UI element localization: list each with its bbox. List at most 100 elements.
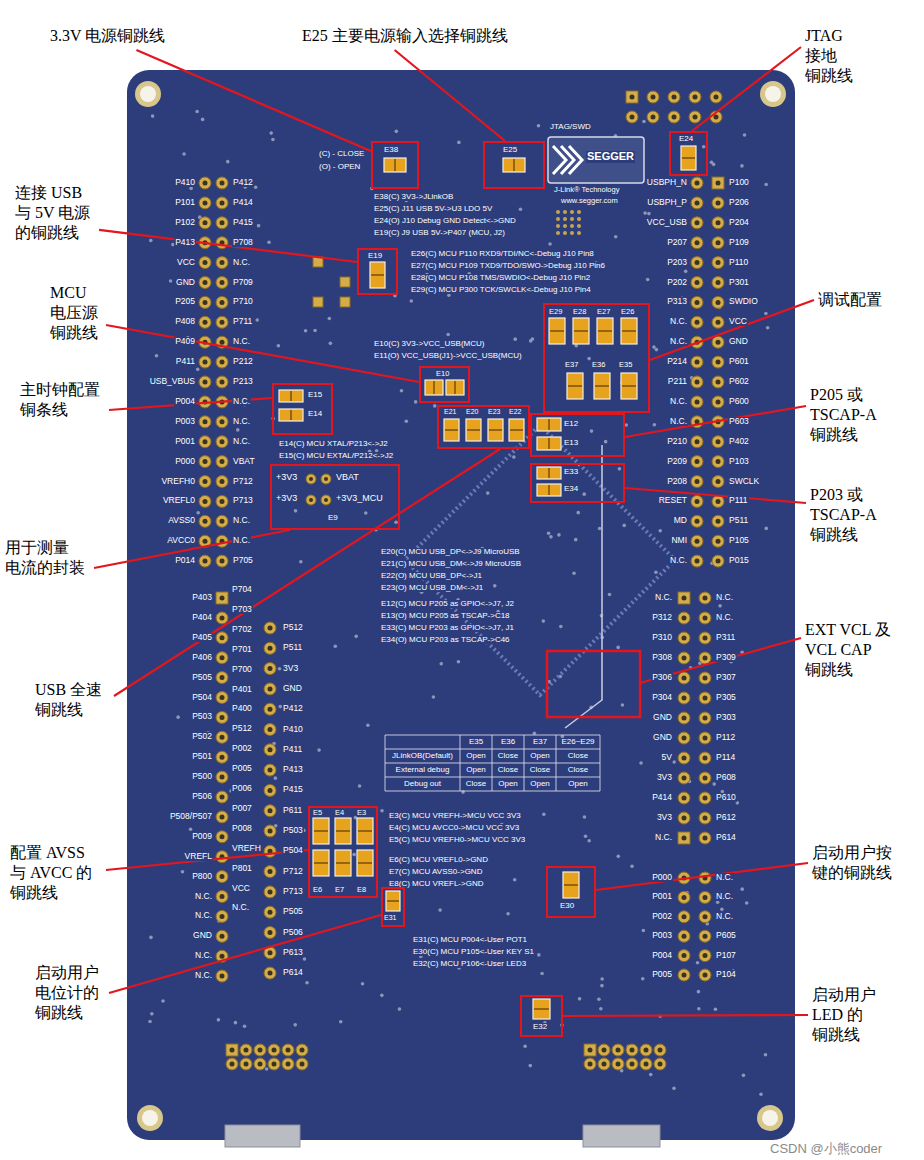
via-array <box>563 231 567 235</box>
pin-label: VBAT <box>232 457 256 466</box>
jumper-gap <box>314 830 328 832</box>
pin-hole <box>268 788 273 793</box>
segger-logo <box>548 137 644 183</box>
via <box>548 242 552 246</box>
pin-label: GND <box>652 733 673 742</box>
pin-hole <box>695 200 700 205</box>
pin-hole <box>203 419 208 424</box>
pin-label: P000 <box>651 873 673 882</box>
header-pin <box>699 911 711 923</box>
pin-hole <box>714 115 719 120</box>
via <box>764 527 768 531</box>
pin-label: VREFL <box>184 852 213 861</box>
via <box>557 533 561 537</box>
pin-hole <box>309 498 313 502</box>
pin-hole <box>220 360 225 365</box>
pin-hole <box>716 439 721 444</box>
callout-label: USB 全速 铜跳线 <box>35 680 110 720</box>
header-pin <box>199 277 211 289</box>
jumper-label: E30 <box>560 902 574 910</box>
pin-hole <box>220 181 225 186</box>
silkscreen-text: E27(C) MCU P109 TXD9/TDO/SWO->Debug J10 … <box>410 262 606 270</box>
pin-label: N.C. <box>232 516 251 525</box>
via <box>672 1087 676 1091</box>
pin-hole <box>203 260 208 265</box>
header-pin <box>699 732 711 744</box>
jumper-pad <box>370 262 385 288</box>
header-pin <box>612 1044 624 1056</box>
jumper-label: E9 <box>328 514 338 522</box>
via <box>506 912 510 916</box>
pin-hole <box>682 895 687 900</box>
pin-hole <box>203 300 208 305</box>
mounting-hole-center <box>765 86 781 102</box>
via <box>149 239 153 243</box>
pin-hole <box>716 340 721 345</box>
pin-hole <box>220 655 225 660</box>
pin-hole <box>602 1048 607 1053</box>
pin-hole <box>268 747 273 752</box>
pin-label: GND <box>192 931 213 940</box>
pin-label: P007 <box>231 804 253 813</box>
header-pin <box>264 886 276 898</box>
via-array <box>577 217 581 221</box>
pin-label: P204 <box>728 218 750 227</box>
via <box>653 423 657 427</box>
via <box>576 511 580 515</box>
pin-hole <box>268 808 273 813</box>
jumper-gap <box>314 862 328 864</box>
via <box>395 130 399 134</box>
via <box>394 520 398 524</box>
pin-label: AVCC0 <box>166 536 196 545</box>
jumper-gap <box>290 391 292 401</box>
pin-hole <box>682 616 687 621</box>
header-pin <box>306 474 316 484</box>
pin-label: P400 <box>231 704 253 713</box>
jumper-gap <box>290 410 292 420</box>
header-pin <box>264 906 276 918</box>
pin-label: AVSS0 <box>167 516 196 525</box>
pin-label: P207 <box>666 238 688 247</box>
header-pin <box>626 111 638 123</box>
pin-label: N.C. <box>669 337 688 346</box>
pin-hole <box>203 519 208 524</box>
header-pin <box>216 436 228 448</box>
header-pin <box>216 652 228 664</box>
silkscreen-text: E31(C) MCU P004<-User POT1 <box>412 936 528 944</box>
pin-label: P608 <box>715 773 737 782</box>
jumper-pad <box>279 390 303 402</box>
via <box>189 187 193 191</box>
via <box>189 828 193 832</box>
header-pin <box>691 495 703 507</box>
jumper-box: E25 <box>483 141 545 189</box>
pin-label: P415 <box>232 218 254 227</box>
via <box>317 748 321 752</box>
jumper-label: E13 <box>564 439 578 447</box>
pin-hole <box>220 814 225 819</box>
pin-hole <box>682 696 687 701</box>
header-pin <box>199 257 211 269</box>
via <box>257 224 261 228</box>
table-cell: Open <box>529 780 551 788</box>
via <box>578 997 582 1001</box>
pin-hole <box>716 240 721 245</box>
pin-hole <box>244 1048 249 1053</box>
jumper-gap <box>622 330 636 332</box>
header-pin <box>712 456 724 468</box>
via <box>764 312 768 316</box>
via <box>702 145 706 149</box>
header-pin <box>626 1044 638 1056</box>
pin-label: P308 <box>651 653 673 662</box>
jumper-label: E33 <box>564 468 578 476</box>
silkscreen-text: E13(O) MCU P205 as TSCAP->C18 <box>380 612 511 620</box>
table-line <box>385 735 600 736</box>
pin-hole <box>716 181 721 186</box>
pin-label: P505 <box>282 907 304 916</box>
via <box>572 571 576 575</box>
jumper-gap <box>336 830 350 832</box>
jumper-label: E14 <box>308 410 322 418</box>
jumper-label: E28 <box>573 308 586 316</box>
callout-label: 启动用户 LED 的 铜跳线 <box>812 985 882 1045</box>
pin-label: P003 <box>651 931 673 940</box>
pin-hole <box>220 320 225 325</box>
